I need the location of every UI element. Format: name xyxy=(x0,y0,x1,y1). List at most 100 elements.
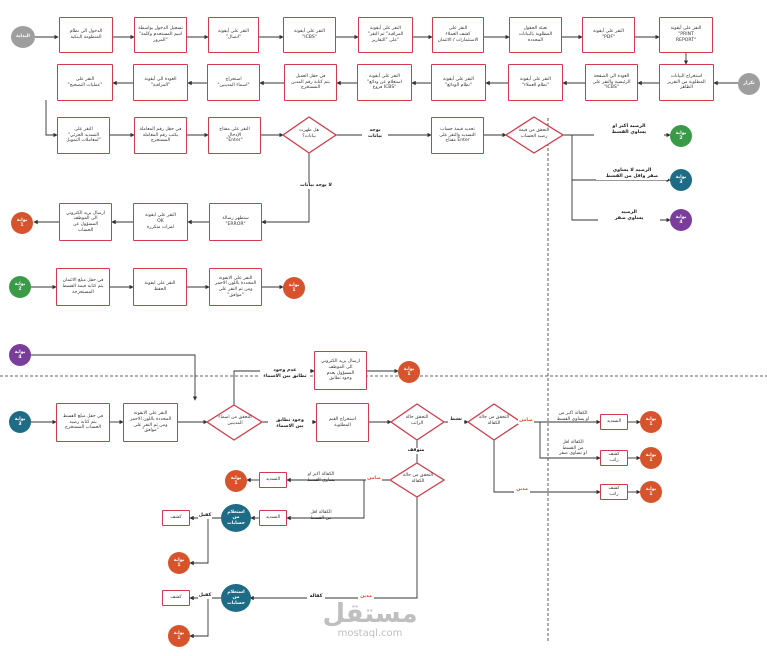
step-red-icon-ok-2: النقر على الايقونة المحددة باللون الاحمر… xyxy=(123,403,178,442)
gate-3-node-a: بوابة 3 xyxy=(670,169,692,191)
inquiry-accounts-1: استعلام من حسابات xyxy=(221,504,251,532)
label-balance-lt-installment: الرصيد لا يساوي صفر واقل من القسط xyxy=(596,168,668,180)
gate-1-node-e8: بوابة 1 xyxy=(168,552,190,574)
decision-data-shown xyxy=(281,116,338,154)
edge-label-sponsor-2: كفيل xyxy=(198,593,212,599)
step-partial-payment: النقر على "التسديد الجزئي لمعاملات التمو… xyxy=(57,117,110,154)
gate-2-node-b: بوابة 2 xyxy=(9,276,31,298)
step-email-account-officer: ارسال بريد الكتروني الى الموظف المسؤول ع… xyxy=(59,203,112,241)
start-node: البداية xyxy=(11,26,35,48)
decision-debtor-names-label: التحقق من اسماء المدينين xyxy=(218,415,252,426)
step-red-icon-ok-1: النقر على الايقونة المحددة باللون الاحمر… xyxy=(209,268,262,306)
edge-label-debtor-2: مدين xyxy=(358,594,374,600)
step-fill-fields: تعبئة الحقول المطلوبة بالبيانات المحددة xyxy=(509,17,562,53)
edge-label-guarantor-2: ضامن xyxy=(366,476,382,482)
edge-label-yes-data: يوجد بيانات xyxy=(362,128,388,140)
decision-guarantee-status-2-label: التحقق من حالة الكفالة xyxy=(402,473,434,484)
gate-1-node-e9: بوابة 1 xyxy=(168,625,190,647)
watermark-url: mostaql.com xyxy=(337,628,403,639)
edge-c8-s7 xyxy=(249,490,418,601)
step-extract-data: استخراج البيانات المطلوبة من التقرير الظ… xyxy=(659,64,714,101)
step-credit-amount: في حقل مبلغ الائتمان يتم كتابة قيمة القس… xyxy=(56,268,110,306)
label-balance-zero: الرصيد يساوي صفر xyxy=(598,210,660,222)
label-guarantee-ge: الكفالة اكبر من او يساوي القسط xyxy=(556,411,590,422)
step-login-system: الدخول الى نظام المنظومة البنكية xyxy=(59,17,113,53)
step-click-save: النقر على ايقونة الحفظ xyxy=(133,268,187,306)
edge-label-guarantor-1: ضامن xyxy=(518,418,534,424)
step-click-connect: النقر على أيقونة "اتصال" xyxy=(208,17,259,53)
label-guarantee-lt-2: الكفالة اقل من القسط xyxy=(310,510,332,521)
label-guarantee-lt: الكفالة اقل من القسط او تساوي صفر xyxy=(559,440,587,456)
decision-data-shown-label: هل ظهرت بيانات؟ xyxy=(299,128,319,139)
gate-1-node-e3: بوابة 1 xyxy=(398,361,420,383)
label-balance-ge-installment: الرصيد اكبر او يساوي القسط xyxy=(594,124,664,136)
gate-1-node-e1: بوابة 1 xyxy=(11,212,33,234)
edge-c8-s5 xyxy=(286,480,365,521)
edge-label-no-match: عدم وجود تطابق بين الاسماء xyxy=(260,368,310,380)
step-set-payment: تحديد قيمة حساب التسديد والنقر على مفتاح… xyxy=(431,117,484,154)
gate-1-node-e6: بوابة 1 xyxy=(640,481,662,503)
step-press-enter: النقر على مفتاح الإدخال "Enter" xyxy=(208,117,261,154)
step-installment-field: في حقل مبلغ القسط يتم كتابة رصيد الحساب … xyxy=(56,403,110,442)
result-salary-statement-2: كشف راتب xyxy=(600,484,628,500)
gate-1-node-e7: بوابة 1 xyxy=(225,470,247,492)
edge-label-sponsor-1: كفيل xyxy=(198,513,212,519)
step-client-statement: النقر على كشف العملاء الاستثمارات / الائ… xyxy=(432,17,484,53)
step-return-home-icbs: العودة الى الصفحة الرئيسية والنقر على "I… xyxy=(585,64,638,101)
result-statement-1: كشف xyxy=(162,510,190,526)
step-login-credentials: تسجيل الدخول بواسطة "اسم المستخدم وكلمة … xyxy=(134,17,187,53)
result-payment-3: التسديد xyxy=(259,510,287,526)
step-click-ok: النقر على ايقونة OK لمرات متكررة xyxy=(133,203,188,241)
watermark-logo: مستقل xyxy=(322,599,418,629)
step-extract-values: استخراج القيم المطلوبة xyxy=(316,403,369,442)
gate-3-node-b: بوابة 3 xyxy=(9,411,31,433)
step-click-pdf: النقر على أيقونة "PDF" xyxy=(582,17,635,53)
edge-c7-s2 xyxy=(539,422,601,461)
edge-label-no-data: لا يوجد بيانات xyxy=(294,183,338,189)
gate-1-node-e5: بوابة 1 xyxy=(640,447,662,469)
step-click-monitoring: النقر على أيقونة "المراقبة" ثم النقر على… xyxy=(358,17,413,53)
watermark: مستقل mostaql.com xyxy=(320,600,420,640)
edge-label-active: نشط xyxy=(448,417,464,423)
edge-b18-b19 xyxy=(45,100,58,138)
edge-label-match: وجود تطابق بين الاسماء xyxy=(268,418,312,430)
step-client-field: في حقل العميل يتم كتابة رقم المدين المست… xyxy=(284,64,337,101)
gate-1-node-e2: بوابة 1 xyxy=(283,277,305,299)
step-client-system: النقر على أيقونة "نظام العملاء" xyxy=(508,64,563,101)
edge-s7-e9 xyxy=(189,598,209,639)
step-print-report: النقر على أيقونة "PRINT REPORT" xyxy=(659,17,713,53)
result-salary-statement-1: كشف راتب xyxy=(600,450,628,466)
decision-guarantee-status-1 xyxy=(466,403,523,441)
edge-label-debtor-1: مدين xyxy=(514,487,530,493)
step-correction-ops: النقر على "عمليات التصحيح" xyxy=(57,64,113,101)
edge-c7-s3 xyxy=(493,438,601,495)
edge-label-guarantee: كفالة xyxy=(307,594,325,600)
step-return-monitoring: العودة الى أيقونة "المراقبة" xyxy=(133,64,188,101)
step-deposit-inquiry: النقر على أيقونة "استعلام عن ودائع فروع … xyxy=(357,64,412,101)
step-click-icbs: النقر على أيقونة "ICBS" xyxy=(283,17,336,53)
decision-balance-check xyxy=(504,116,565,154)
result-statement-2: كشف xyxy=(162,590,190,606)
inquiry-accounts-2: استعلام من حسابات xyxy=(221,584,251,612)
repeat-node: تكرار xyxy=(738,73,760,95)
gate-4-node-b: بوابة 4 xyxy=(9,344,31,366)
decision-debtor-names xyxy=(205,404,264,441)
edge-label-stopped: متوقف xyxy=(405,448,427,454)
gate-1-node-e4: بوابة 1 xyxy=(640,411,662,433)
decision-guarantee-status-1-label: التحقق من حالة الكفالة xyxy=(478,415,510,426)
step-email-no-match: ارسال بريد الكتروني الى الموظف المسؤول ب… xyxy=(314,351,367,390)
edge-s6-e8 xyxy=(189,518,209,566)
decision-guarantee-status-2 xyxy=(388,462,446,498)
step-transaction-field: في حقل رقم المعاملة يكتب رقم المعاملة ال… xyxy=(134,117,187,154)
decision-salary-status-label: التحقق حالة الراتب xyxy=(405,415,429,426)
gate-4-node-a: بوابة 4 xyxy=(670,209,692,231)
result-payment-2: التسديد xyxy=(259,472,287,488)
result-payment-1: التسديد xyxy=(600,414,628,430)
step-deposit-system: النقر على أيقونة "نظام الودائع" xyxy=(431,64,486,101)
decision-balance-check-label: التحقق من قيمة رصيد الحساب xyxy=(518,128,550,139)
edge-d1-b27 xyxy=(261,153,310,225)
edge-g4b-c4 xyxy=(30,354,198,401)
gate-2-node-a: بوابة 2 xyxy=(670,125,692,147)
decision-salary-status xyxy=(389,403,446,441)
